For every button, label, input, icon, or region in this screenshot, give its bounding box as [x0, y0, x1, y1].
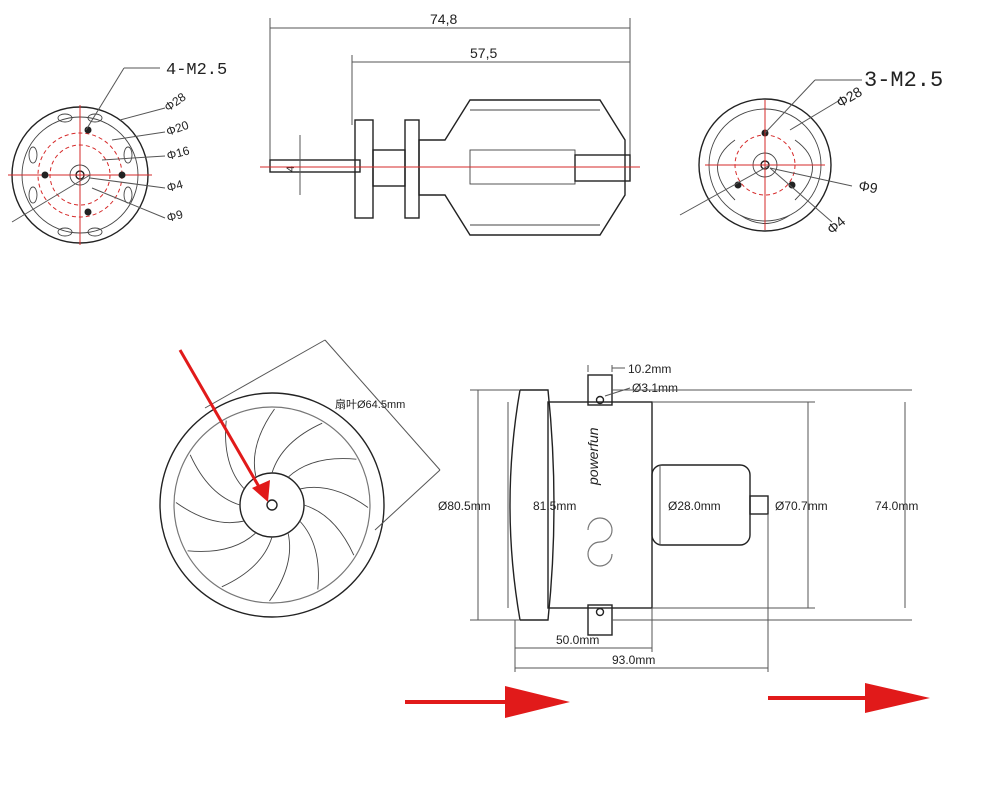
- motor-rear-thread-label: 3-M2.5: [864, 68, 943, 93]
- motor-flange: [354, 119, 374, 219]
- flow-arrow-right-head: [865, 683, 930, 713]
- fan-pointer-arrow: [178, 349, 264, 493]
- motor-shaft-dia: 4: [285, 166, 297, 172]
- motor-front-view: 4-M2.5 Φ28 Φ20 Φ16 Φ4 Φ9: [8, 61, 227, 245]
- flow-arrows: [405, 683, 930, 718]
- motor-body: [418, 99, 626, 236]
- fan-pointer-arrowhead: [252, 480, 270, 502]
- motor-rear-spoke: [794, 139, 813, 201]
- motor-rear-outer-circle: [698, 98, 832, 232]
- fan-brand-logo: powerfun: [585, 427, 601, 486]
- motor-rear-dia-28: Φ28: [834, 83, 865, 110]
- fan-blade: [189, 454, 241, 506]
- fan-blade: [175, 502, 245, 524]
- motor-front-dia-4: Φ4: [165, 177, 185, 195]
- fan-front-length: 50.0mm: [556, 633, 599, 647]
- mount-lug-hole: [595, 395, 605, 405]
- fan-blade: [299, 486, 369, 508]
- mount-lug-bottom: [587, 604, 613, 636]
- thread-leader: [85, 67, 125, 131]
- fan-inlet-ring: [520, 389, 555, 621]
- motor-front-dia-9: Φ9: [165, 207, 185, 225]
- dia-leader: [111, 131, 166, 141]
- fan-motor-diameter: Ø28.0mm: [668, 499, 721, 513]
- fan-blade: [299, 520, 319, 590]
- rotor-dim-ext: [374, 469, 441, 531]
- vent-slot: [28, 186, 38, 204]
- thread-leader: [764, 79, 816, 134]
- fan-side-view: powerfun 10.2mm Ø3.1mm Ø80.5mm 81.5mm Ø2…: [438, 362, 918, 672]
- motor-rear-dia-4: Φ4: [824, 213, 849, 238]
- fan-outer-diameter: Ø80.5mm: [438, 499, 491, 513]
- fan-spinner-tip: [266, 499, 278, 511]
- mount-hole: [41, 171, 49, 179]
- motor-rear-shaft: [574, 154, 631, 182]
- fan-blade: [269, 532, 291, 602]
- fan-blade: [271, 422, 323, 474]
- fan-blade: [221, 536, 273, 588]
- fan-total-length: 93.0mm: [612, 653, 655, 667]
- dia-leader: [11, 174, 91, 223]
- vent-slot: [57, 113, 73, 123]
- flow-arrow-left-head: [505, 686, 570, 718]
- mount-hole: [118, 171, 126, 179]
- mount-lug-hole: [595, 607, 605, 617]
- fan-rotor-diameter: 扇叶Ø64.5mm: [335, 397, 405, 411]
- vent-slot: [123, 146, 133, 164]
- mount-lug-top: [587, 374, 613, 406]
- dia-leader: [91, 187, 166, 219]
- fan-lug-width: 10.2mm: [628, 362, 671, 376]
- motor-rear-view: 3-M2.5 Φ28 Φ9 Φ4: [679, 68, 943, 238]
- mount-hole: [84, 126, 92, 134]
- fan-hole-diameter: Ø3.1mm: [632, 381, 678, 395]
- fan-inlet-diameter: 81.5mm: [533, 499, 576, 513]
- vent-slot: [87, 227, 103, 237]
- motor-ring: [404, 119, 420, 219]
- dia-leader: [789, 99, 841, 131]
- mount-hole: [788, 181, 796, 189]
- fan-mount-span: 74.0mm: [875, 499, 918, 513]
- motor-front-thread-label: 4-M2.5: [166, 61, 227, 80]
- rotor-dim-ext: [204, 339, 326, 409]
- motor-front-dia-20: Φ20: [164, 118, 191, 139]
- motor-body-length: 57,5: [470, 45, 497, 61]
- fan-blade: [303, 504, 355, 556]
- rotor-dim-line: [324, 339, 441, 471]
- fan-blades: [175, 408, 369, 602]
- dia-leader: [119, 107, 166, 121]
- fan-duct-diameter: Ø70.7mm: [775, 499, 828, 513]
- motor-shaft: [269, 159, 361, 173]
- motor-front-dia-28: Φ28: [162, 90, 189, 115]
- motor-side-view: 74,8 57,5 4: [260, 11, 640, 236]
- vent-slot: [57, 227, 73, 237]
- fan-outer-lip: [159, 392, 385, 618]
- motor-front-dia-16: Φ16: [165, 143, 191, 163]
- fan-spinner: [239, 472, 305, 538]
- brand-symbol: [587, 517, 613, 567]
- motor-rear-dia-9: Φ9: [857, 177, 879, 196]
- dia-leader: [101, 155, 166, 161]
- hole-dim-leader: [604, 387, 631, 397]
- dia-leader: [89, 177, 166, 189]
- fan-front-view: 扇叶Ø64.5mm: [159, 339, 441, 618]
- fan-inlet-lip: [509, 389, 521, 621]
- mount-hole: [84, 208, 92, 216]
- fan-blade: [253, 408, 275, 478]
- dia-leader: [769, 167, 833, 223]
- fan-motor-shaft: [749, 495, 769, 515]
- fan-blade: [287, 458, 357, 478]
- vent-slot: [123, 186, 133, 204]
- motor-rear-spoke: [717, 139, 736, 201]
- motor-overall-length: 74,8: [430, 11, 457, 27]
- vent-slot: [87, 113, 103, 123]
- motor-collar: [372, 149, 406, 187]
- dia-leader: [769, 167, 853, 187]
- vent-slot: [28, 146, 38, 164]
- fan-blade: [187, 532, 257, 552]
- dia-leader: [679, 164, 771, 216]
- fan-duct-wall: [173, 406, 371, 604]
